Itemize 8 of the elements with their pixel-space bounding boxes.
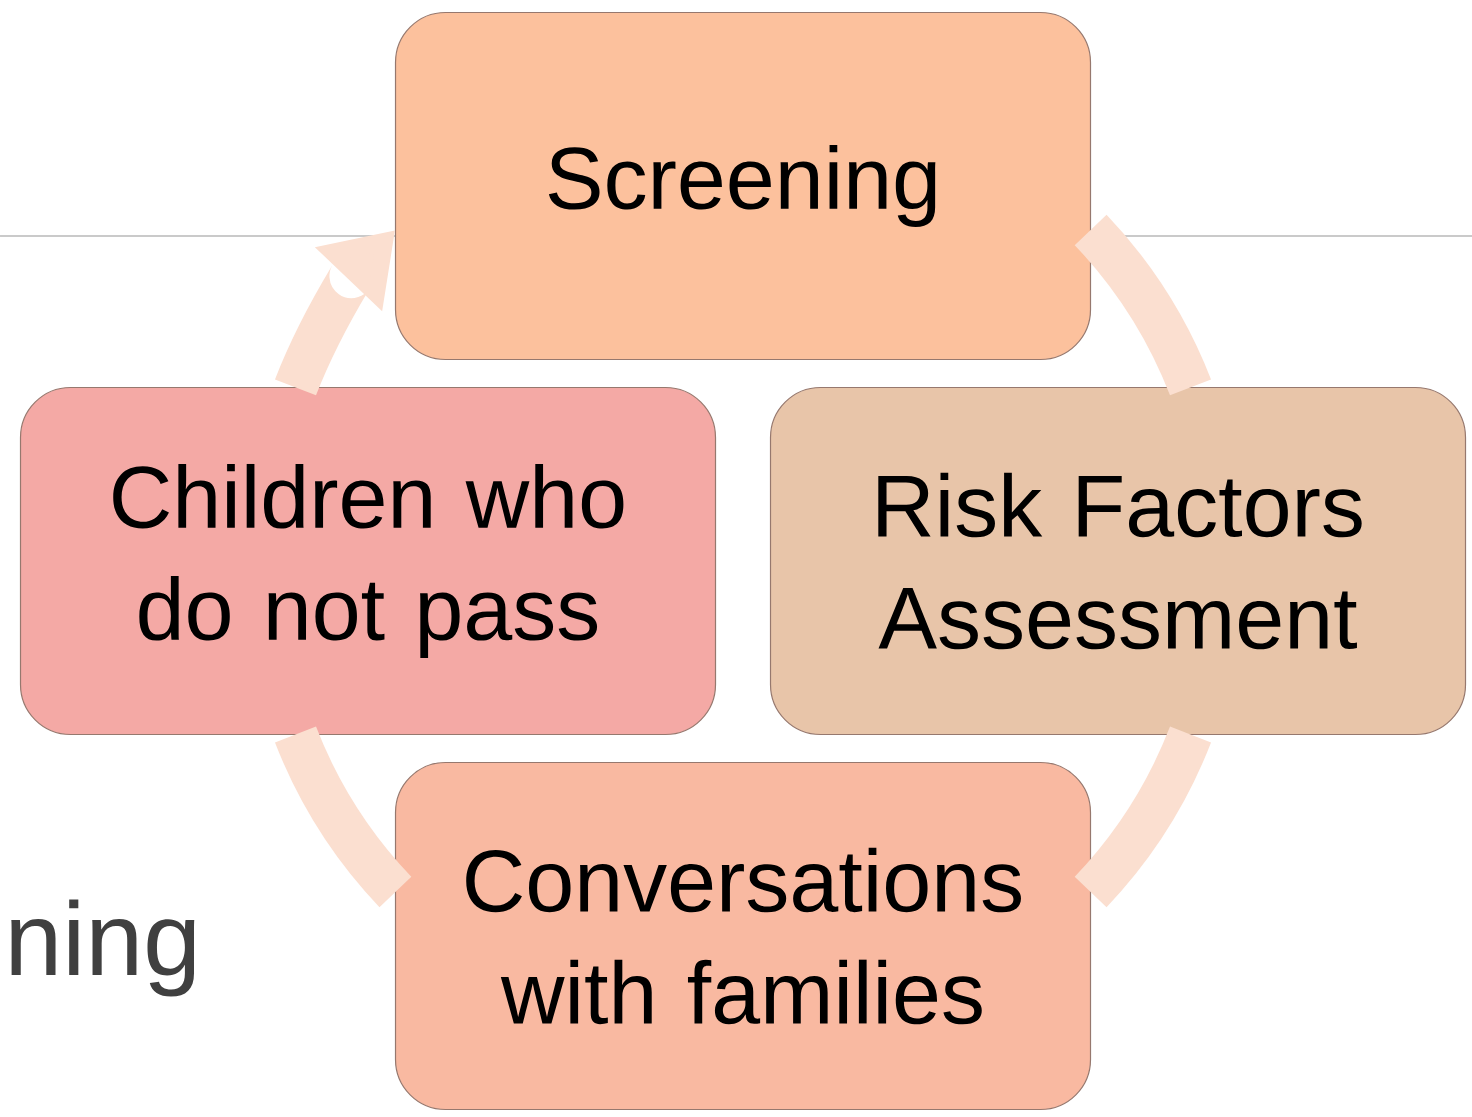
process-box: Children who do not pass xyxy=(19,386,717,736)
cycle-arc xyxy=(1074,215,1211,396)
partial-heading: ning xyxy=(11,899,195,997)
process-box: Risk Factors Assessment xyxy=(769,386,1467,736)
cycle-arc xyxy=(1074,726,1211,907)
cycle-arc xyxy=(275,726,412,907)
process-box: Screening xyxy=(394,11,1092,361)
process-box: Conversations with families xyxy=(394,761,1092,1111)
